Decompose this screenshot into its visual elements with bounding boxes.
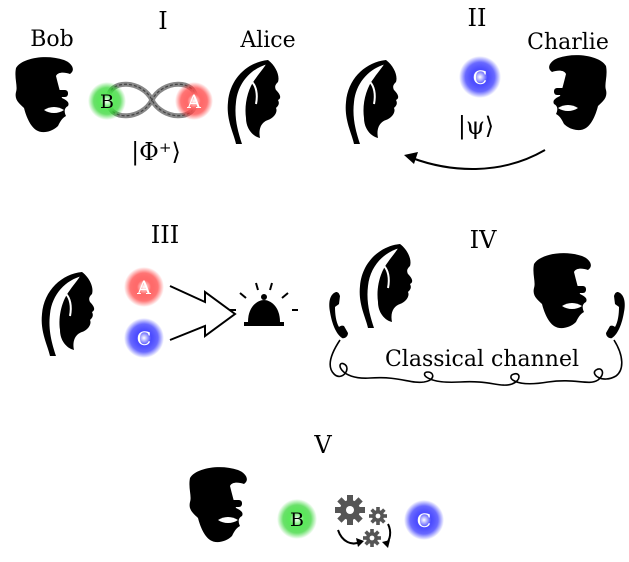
- name-charlie: Charlie: [527, 30, 609, 55]
- charlie-bearded-man-icon: [549, 55, 607, 131]
- panel-III: III A C: [40, 221, 298, 358]
- qubit-C-label: C: [473, 67, 488, 89]
- panel-label-II: II: [468, 4, 487, 32]
- phone-icon: [606, 292, 625, 339]
- qubit-B-label: B: [290, 509, 304, 531]
- qubit-C-label: C: [417, 510, 432, 532]
- panel-IV: IV Classical channel: [329, 226, 625, 386]
- bob-bearded-man-icon: [15, 57, 73, 133]
- measurement-arrow: [169, 285, 237, 341]
- psi-state-label: |ψ⟩: [458, 112, 494, 141]
- panel-label-III: III: [151, 221, 179, 249]
- name-bob: Bob: [30, 27, 74, 52]
- qubit-A-glow: [124, 267, 164, 307]
- panel-I: I Bob Alice B A |Φ⁺⟩: [15, 7, 296, 167]
- qubit-A-label: A: [186, 91, 201, 113]
- bell-state-label: |Φ⁺⟩: [131, 138, 181, 167]
- phone-icon: [329, 292, 348, 339]
- bob-bearded-man-icon: [533, 253, 591, 329]
- qubit-C-glow: [459, 56, 501, 98]
- panel-V: V B C: [189, 431, 444, 548]
- panel-II: II Charlie C |ψ⟩: [344, 4, 609, 170]
- panel-label-IV: IV: [470, 226, 497, 254]
- alice-woman-profile-icon: [226, 59, 282, 145]
- bell-icon: [230, 282, 298, 326]
- qubit-C-label: C: [137, 328, 152, 350]
- name-alice: Alice: [239, 28, 295, 53]
- gears-icon: [335, 495, 392, 548]
- bob-bearded-man-icon: [189, 467, 247, 543]
- phone-cord: [329, 339, 623, 386]
- panel-label-V: V: [313, 431, 332, 459]
- qubit-A-glow: [175, 82, 213, 120]
- qubit-B-label: B: [100, 91, 114, 113]
- alice-woman-profile-icon: [40, 271, 96, 357]
- alice-woman-profile-icon: [358, 243, 414, 329]
- qubit-B-glow: [88, 82, 126, 120]
- classical-channel-label: Classical channel: [385, 347, 579, 372]
- qubit-A-label: A: [136, 277, 151, 299]
- panel-label-I: I: [158, 7, 167, 35]
- qubit-B-glow: [277, 499, 317, 539]
- qubit-C-glow: [404, 500, 444, 540]
- qubit-C-glow: [124, 318, 164, 358]
- alice-woman-profile-icon: [344, 59, 400, 145]
- transfer-arrow: [411, 149, 546, 170]
